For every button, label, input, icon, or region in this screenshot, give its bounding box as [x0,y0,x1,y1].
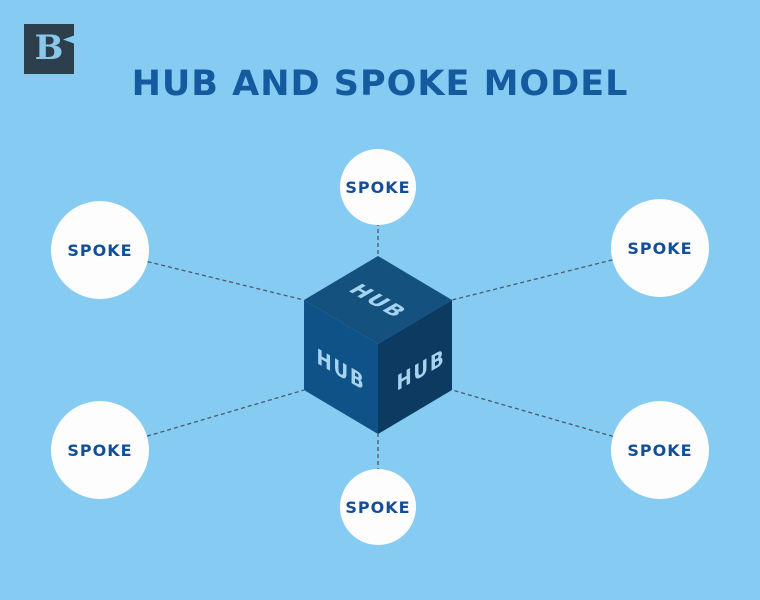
spoke-label: SPOKE [627,440,693,460]
spoke-node-bottom: SPOKE [340,469,416,545]
spoke-node-bottom-left: SPOKE [51,401,149,499]
spoke-label: SPOKE [67,440,133,460]
spoke-node-bottom-right: SPOKE [611,401,709,499]
spoke-label: SPOKE [345,177,411,197]
spoke-node-top-left: SPOKE [51,201,149,299]
spoke-node-top: SPOKE [340,149,416,225]
hub-cube-left-face [304,300,378,434]
brand-logo: B [24,24,74,74]
diagram-title: HUB AND SPOKE MODEL [131,64,629,104]
brand-logo-letter: B [34,28,64,68]
spoke-label: SPOKE [627,238,693,258]
hub-cube-right-face [378,300,452,434]
spoke-label: SPOKE [345,497,411,517]
spoke-node-top-right: SPOKE [611,199,709,297]
spoke-label: SPOKE [67,240,133,260]
